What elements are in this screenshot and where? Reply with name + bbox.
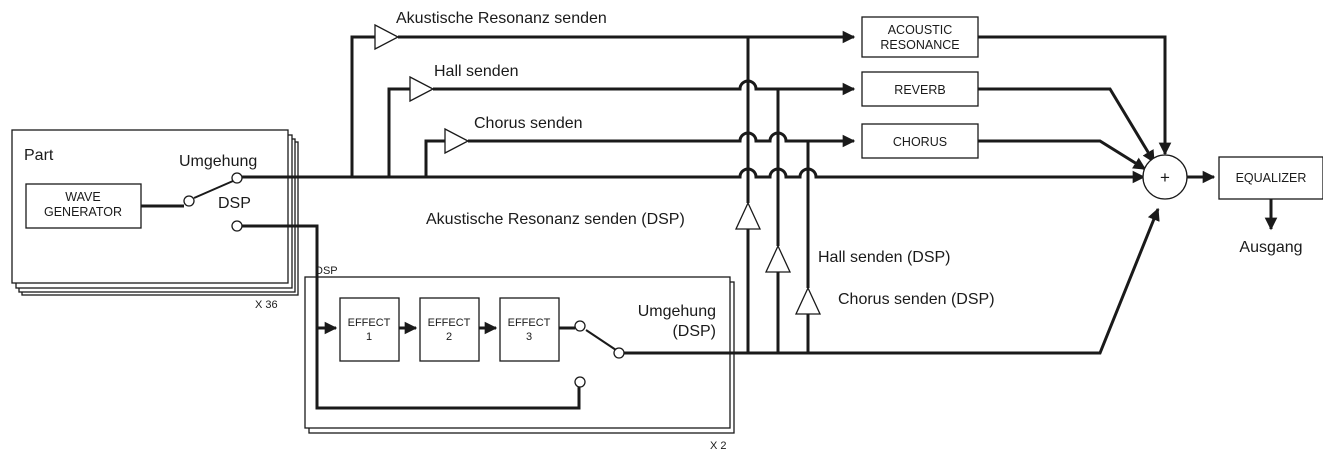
part-switch-dsp-contact (231, 220, 243, 232)
acoustic-dsp-send-label: Akustische Resonanz senden (DSP) (426, 211, 685, 228)
reverb-box (861, 71, 979, 107)
signal-lines (141, 30, 1278, 410)
effect-3-box (499, 297, 560, 362)
dsp-switch-lever (585, 329, 617, 351)
dsp-switch-effect-contact (574, 320, 586, 332)
acoustic-send-tap (350, 35, 375, 177)
dsp-switch-bypass-contact (574, 376, 586, 388)
dsp-output-line (624, 207, 1160, 355)
reverb-send-line (433, 79, 856, 96)
wave-generator-box (25, 183, 142, 229)
part-multiplier: X 36 (255, 299, 278, 311)
dsp-title: DSP (315, 265, 338, 277)
chorus-dsp-send-label: Chorus senden (DSP) (838, 291, 995, 308)
chorus-send-amp-icon (444, 127, 470, 155)
reverb-send-amp-icon (409, 75, 435, 103)
dsp-switch-common-contact (613, 347, 625, 359)
reverb-send-label: Hall senden (434, 63, 519, 80)
effect-2-label-line1: EFFECT (428, 317, 471, 329)
reverb-return-line (978, 87, 1156, 164)
acoustic-return-line (978, 35, 1172, 156)
acoustic-send-label: Akustische Resonanz senden (396, 10, 607, 27)
chorus-label: CHORUS (893, 135, 947, 149)
reverb-dsp-send-amp-icon (764, 244, 792, 273)
equalizer-box (1218, 156, 1323, 200)
chorus-send-label: Chorus senden (474, 115, 583, 132)
effect-3-label-line1: EFFECT (508, 317, 551, 329)
dsp-bypass-label-line2: (DSP) (672, 323, 716, 340)
part-switch-bypass-contact (231, 172, 243, 184)
wave-generator-label-line2: GENERATOR (44, 205, 122, 219)
chorus-send-tap (424, 139, 445, 177)
chorus-dsp-send-amp-icon (794, 286, 822, 315)
acoustic-send-amp-icon (374, 23, 400, 51)
main-bus-line (242, 167, 1146, 184)
part-title: Part (24, 147, 54, 164)
output-label: Ausgang (1239, 239, 1302, 256)
effect-3-label-line2: 3 (526, 331, 532, 343)
acoustic-resonance-label-line1: ACOUSTIC (888, 23, 953, 37)
chorus-box (861, 123, 979, 159)
part-switch-lever (193, 180, 234, 199)
effect-2-label-line2: 2 (446, 331, 452, 343)
dsp-multiplier: X 2 (710, 440, 727, 452)
acoustic-resonance-box (861, 16, 979, 58)
dsp-input-line (242, 224, 338, 335)
mixer-circle (1142, 154, 1188, 200)
part-bypass-label: Umgehung (179, 153, 257, 170)
effect-1-label-line1: EFFECT (348, 317, 391, 329)
chorus-send-line (468, 131, 856, 148)
part-dsp-label: DSP (218, 195, 251, 212)
chorus-return-line (978, 139, 1147, 171)
equalizer-label: EQUALIZER (1236, 171, 1307, 185)
reverb-dsp-send-label: Hall senden (DSP) (818, 249, 951, 266)
effect-1-label-line2: 1 (366, 331, 372, 343)
wave-generator-label-line1: WAVE (65, 190, 100, 204)
mixer-plus-symbol: + (1160, 168, 1170, 187)
dsp-bypass-label-line1: Umgehung (638, 303, 716, 320)
acoustic-dsp-send-amp-icon (734, 201, 762, 230)
dsp-bypass-line (315, 328, 581, 410)
effect-2-box (419, 297, 480, 362)
reverb-label: REVERB (894, 83, 945, 97)
effect-1-box (339, 297, 400, 362)
reverb-send-tap (387, 87, 410, 177)
acoustic-resonance-label-line2: RESONANCE (880, 38, 959, 52)
part-switch-common-contact (183, 195, 195, 207)
